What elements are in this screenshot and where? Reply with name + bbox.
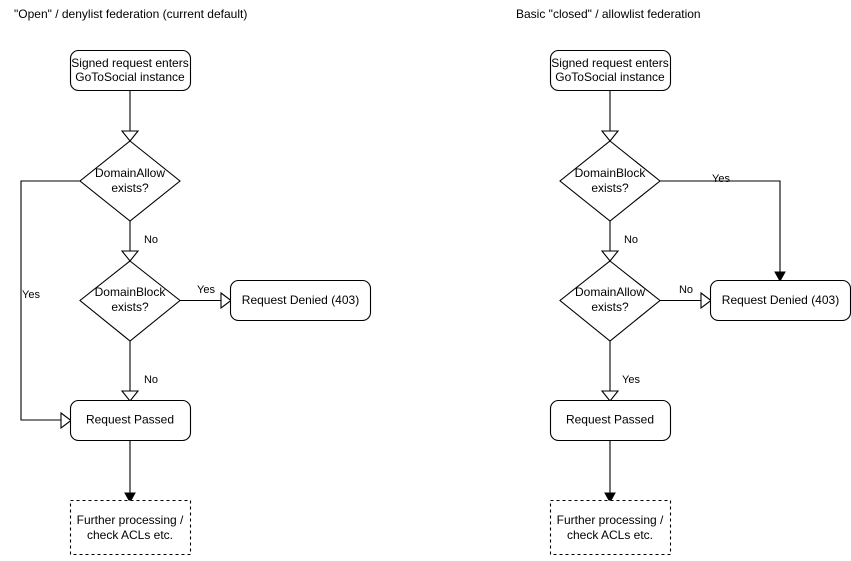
edge-passed-to-further-left <box>124 441 136 504</box>
node-signed-request-left-line2: GoToSocial instance <box>75 70 185 84</box>
node-domainallow-decision-right-line2: exists? <box>591 300 629 314</box>
node-request-passed-right: Request Passed <box>549 399 672 442</box>
node-request-denied-left: Request Denied (403) <box>229 279 372 322</box>
arrow-head-icon <box>774 271 786 283</box>
node-further-processing-left-line2: check ACLs etc. <box>87 528 173 542</box>
node-domainblock-decision-right: DomainBlock exists? <box>559 140 661 222</box>
arrow-head-icon <box>600 250 620 262</box>
diagram-title-closed-allowlist: Basic "closed" / allowlist federation <box>516 7 701 21</box>
edge-domainblock-no-left: No <box>120 341 158 402</box>
edge-domainallow-no-right: No <box>660 284 712 310</box>
node-request-passed-left-label: Request Passed <box>86 413 174 427</box>
node-further-processing-right: Further processing / check ACLs etc. <box>549 499 672 556</box>
arrow-head-icon <box>700 291 712 310</box>
node-further-processing-right-shape <box>549 499 672 556</box>
node-further-processing-left: Further processing / check ACLs etc. <box>69 499 192 556</box>
edge-start-to-domainallow-left <box>120 90 140 142</box>
node-request-passed-left-shape <box>69 399 192 442</box>
arrow-head-icon <box>120 250 140 262</box>
node-request-denied-left-shape <box>229 279 372 322</box>
edge-label-domainallow-yes-right: Yes <box>622 374 640 386</box>
edge-label-domainblock-yes-right: Yes <box>712 173 730 185</box>
node-domainblock-decision-left: DomainBlock exists? <box>79 260 181 342</box>
edge-start-to-domainblock-right <box>600 90 620 142</box>
diagram-open-denylist: "Open" / denylist federation (current de… <box>14 7 372 556</box>
arrow-head-icon <box>124 492 136 504</box>
node-signed-request-right-line1: Signed request enters <box>551 56 668 70</box>
node-further-processing-right-line2: check ACLs etc. <box>567 528 653 542</box>
arrow-head-icon <box>600 390 620 402</box>
edge-label-domainallow-yes-left: Yes <box>22 289 40 301</box>
node-signed-request-left-line1: Signed request enters <box>71 56 188 70</box>
edge-domainblock-yes-right: Yes <box>660 173 786 283</box>
node-domainallow-decision-left-line1: DomainAllow <box>95 166 165 180</box>
node-domainallow-decision-left-line2: exists? <box>111 181 149 195</box>
edge-label-domainblock-yes-left: Yes <box>197 284 215 296</box>
node-further-processing-left-shape <box>69 499 192 556</box>
node-request-denied-left-label: Request Denied (403) <box>242 293 359 307</box>
arrow-head-icon <box>604 492 616 504</box>
edge-label-domainblock-no-right: No <box>624 234 638 246</box>
edge-domainallow-no-left: No <box>120 221 158 262</box>
edge-domainblock-no-right: No <box>600 221 638 262</box>
node-request-passed-right-label: Request Passed <box>566 413 654 427</box>
node-request-denied-right-label: Request Denied (403) <box>722 293 839 307</box>
node-request-passed-left: Request Passed <box>69 399 192 442</box>
node-signed-request-right-line2: GoToSocial instance <box>555 70 665 84</box>
edge-label-domainallow-no-right: No <box>679 284 693 296</box>
node-further-processing-right-line1: Further processing / <box>557 513 664 527</box>
arrow-head-icon <box>120 130 140 142</box>
node-domainblock-decision-left-line2: exists? <box>111 300 149 314</box>
arrow-head-icon <box>220 291 232 310</box>
arrow-head-icon <box>60 411 72 430</box>
node-domainblock-decision-right-line1: DomainBlock <box>575 166 647 180</box>
diagram-closed-allowlist: Basic "closed" / allowlist federation Si… <box>516 7 851 556</box>
node-request-passed-right-shape <box>549 399 672 442</box>
edge-label-domainblock-no-left: No <box>144 374 158 386</box>
diagram-title-open-denylist: "Open" / denylist federation (current de… <box>14 7 247 21</box>
node-further-processing-left-line1: Further processing / <box>77 513 184 527</box>
node-signed-request-right: Signed request enters GoToSocial instanc… <box>549 49 672 92</box>
arrow-head-icon <box>120 390 140 402</box>
node-domainblock-decision-right-line2: exists? <box>591 181 629 195</box>
edge-label-domainallow-no-left: No <box>144 234 158 246</box>
node-request-denied-right: Request Denied (403) <box>709 279 851 322</box>
edge-domainallow-yes-left: Yes <box>20 180 80 430</box>
node-domainallow-decision-left: DomainAllow exists? <box>79 140 181 222</box>
node-signed-request-left: Signed request enters GoToSocial instanc… <box>69 49 192 92</box>
edge-domainallow-yes-right: Yes <box>600 341 640 402</box>
arrow-head-icon <box>600 130 620 142</box>
edge-passed-to-further-right <box>604 441 616 504</box>
node-domainblock-decision-left-line1: DomainBlock <box>95 285 167 299</box>
node-domainallow-decision-right-line1: DomainAllow <box>575 285 645 299</box>
edge-domainblock-yes-left: Yes <box>180 284 232 310</box>
node-domainallow-decision-right: DomainAllow exists? <box>559 260 661 342</box>
